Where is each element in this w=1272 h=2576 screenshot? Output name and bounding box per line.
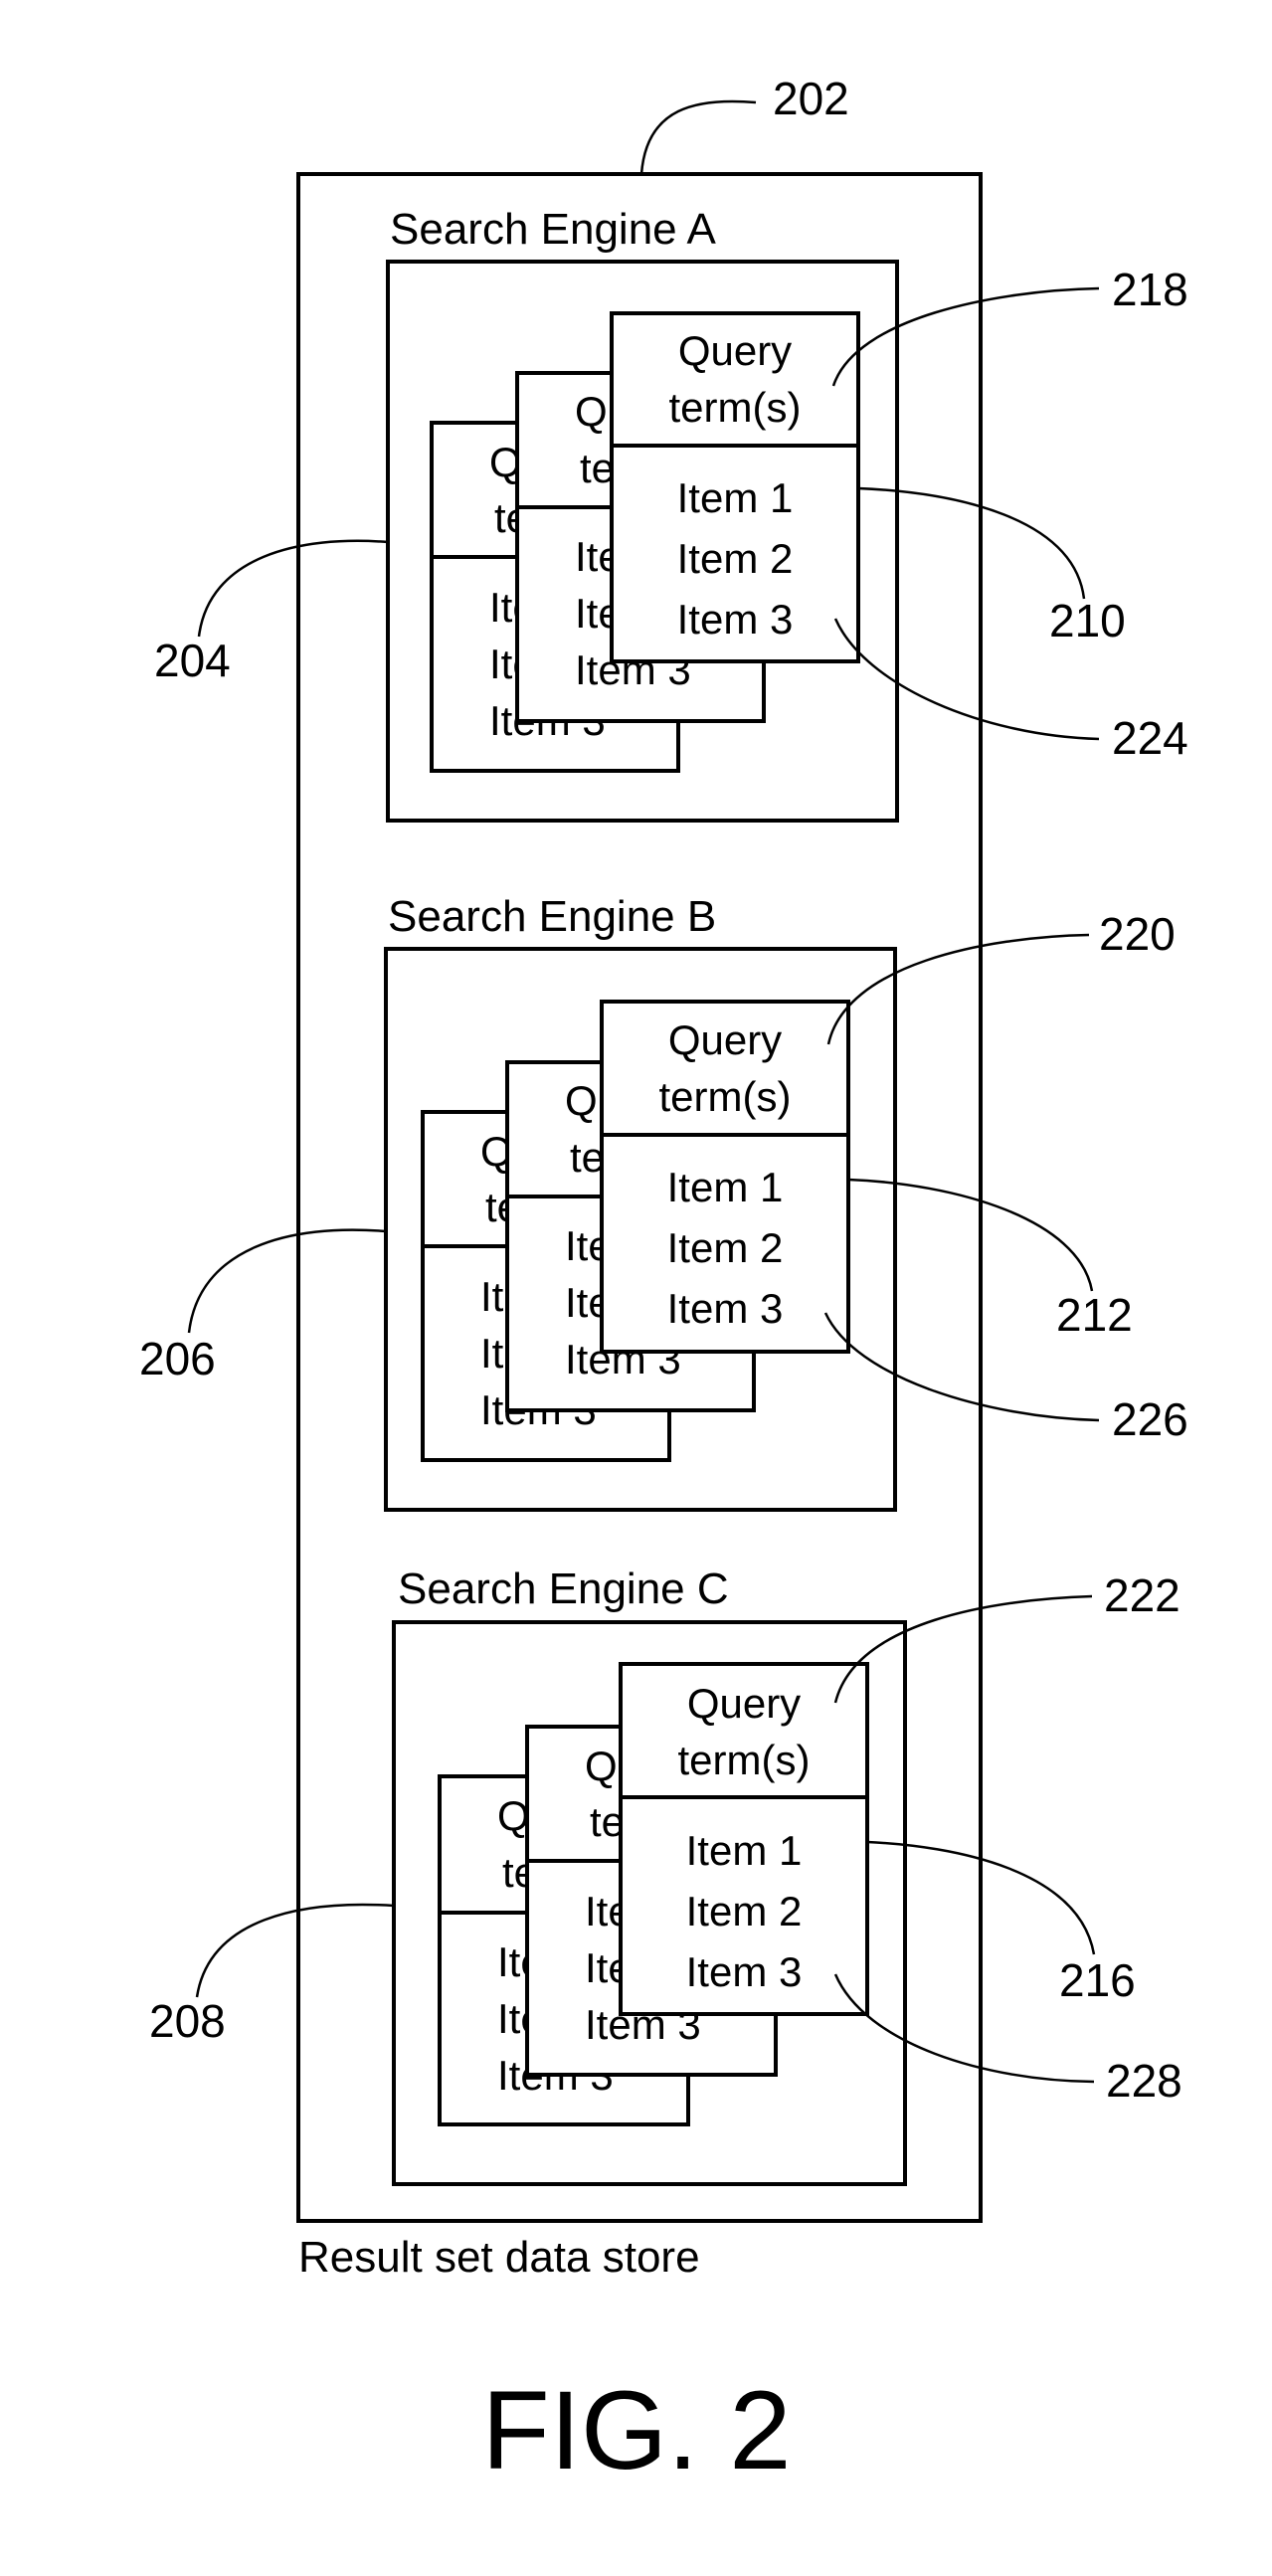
ref-label-210: 210 <box>1049 595 1126 646</box>
card-item-text: Item 2 <box>677 535 794 582</box>
card-term-text: term(s) <box>669 384 802 431</box>
search-engine-a-title: Search Engine A <box>390 205 716 254</box>
search-engine-c-title: Search Engine C <box>398 1564 729 1613</box>
card-term-text: term(s) <box>678 1737 811 1783</box>
card-item-text: Item 1 <box>667 1164 784 1210</box>
ref-label-222: 222 <box>1104 1569 1181 1621</box>
card-term-text: te <box>580 445 615 491</box>
card-item-text: Item 2 <box>686 1888 803 1934</box>
card-item-text: Item 3 <box>667 1285 784 1332</box>
card-query-text: Q <box>497 1792 530 1839</box>
card-query-text: Query <box>668 1016 782 1063</box>
card-query-text: Q <box>585 1743 618 1789</box>
card-term-text: term(s) <box>659 1073 792 1120</box>
card-query-text: Q <box>565 1077 598 1124</box>
figure-label: FIG. 2 <box>481 2368 791 2492</box>
card-term-text: te <box>570 1134 605 1181</box>
ref-label-212: 212 <box>1056 1289 1133 1341</box>
ref-label-202: 202 <box>773 73 849 124</box>
card-item-text: Item 2 <box>667 1224 784 1271</box>
ref-label-218: 218 <box>1112 264 1188 315</box>
card-item-text: Item 1 <box>677 474 794 521</box>
ref-label-216: 216 <box>1059 1954 1136 2006</box>
data-store-caption: Result set data store <box>298 2233 700 2282</box>
ref-label-220: 220 <box>1099 908 1176 960</box>
card-query-text: Query <box>678 327 792 374</box>
ref-label-224: 224 <box>1112 712 1188 764</box>
card-item-text: Item 3 <box>686 1948 803 1995</box>
ref-label-206: 206 <box>139 1333 216 1384</box>
leader-line-202 <box>641 101 756 174</box>
card-item-text: Item 3 <box>677 596 794 643</box>
ref-label-226: 226 <box>1112 1393 1188 1445</box>
ref-label-204: 204 <box>154 635 231 686</box>
search-engine-b-title: Search Engine B <box>388 892 716 941</box>
card-query-text: Q <box>575 388 608 435</box>
ref-label-208: 208 <box>149 1995 226 2047</box>
card-query-text: Query <box>687 1680 801 1727</box>
ref-label-228: 228 <box>1106 2055 1182 2107</box>
card-item-text: Item 1 <box>686 1827 803 1874</box>
